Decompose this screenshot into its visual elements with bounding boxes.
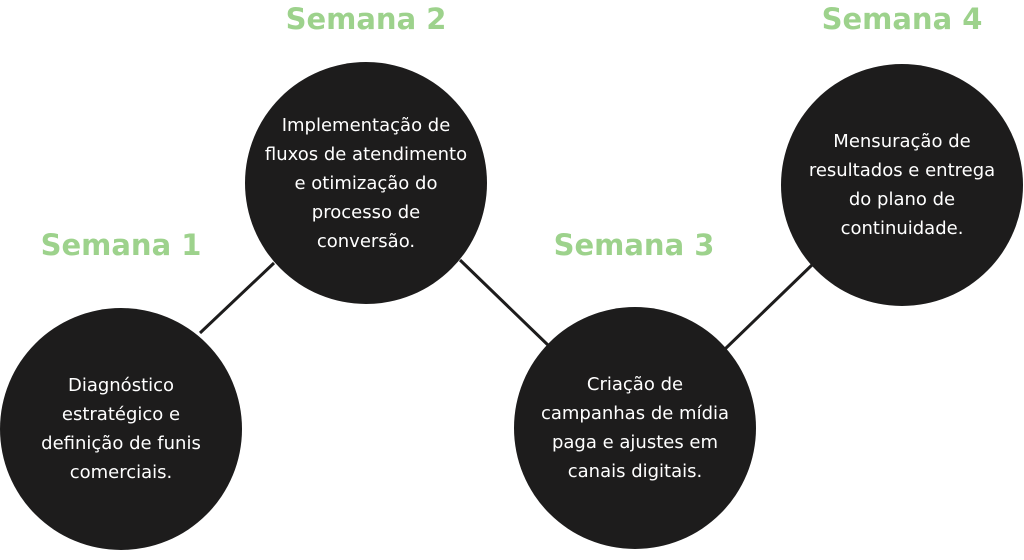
week-3-circle: Criação de campanhas de mídia paga e aju… [514, 307, 756, 549]
week-1-circle: Diagnóstico estratégico e definição de f… [0, 308, 242, 550]
week-1-label: Semana 1 [40, 228, 202, 262]
week-4-label: Semana 4 [821, 2, 983, 36]
week-2-label: Semana 2 [285, 2, 447, 36]
connector-3-4 [722, 261, 816, 352]
week-2-circle: Implementação de fluxos de atendimento e… [245, 62, 487, 304]
connector-1-2 [198, 261, 276, 335]
week-3-label: Semana 3 [553, 228, 715, 262]
connector-2-3 [458, 258, 552, 349]
week-4-circle: Mensuração de resultados e entrega do pl… [781, 64, 1023, 306]
